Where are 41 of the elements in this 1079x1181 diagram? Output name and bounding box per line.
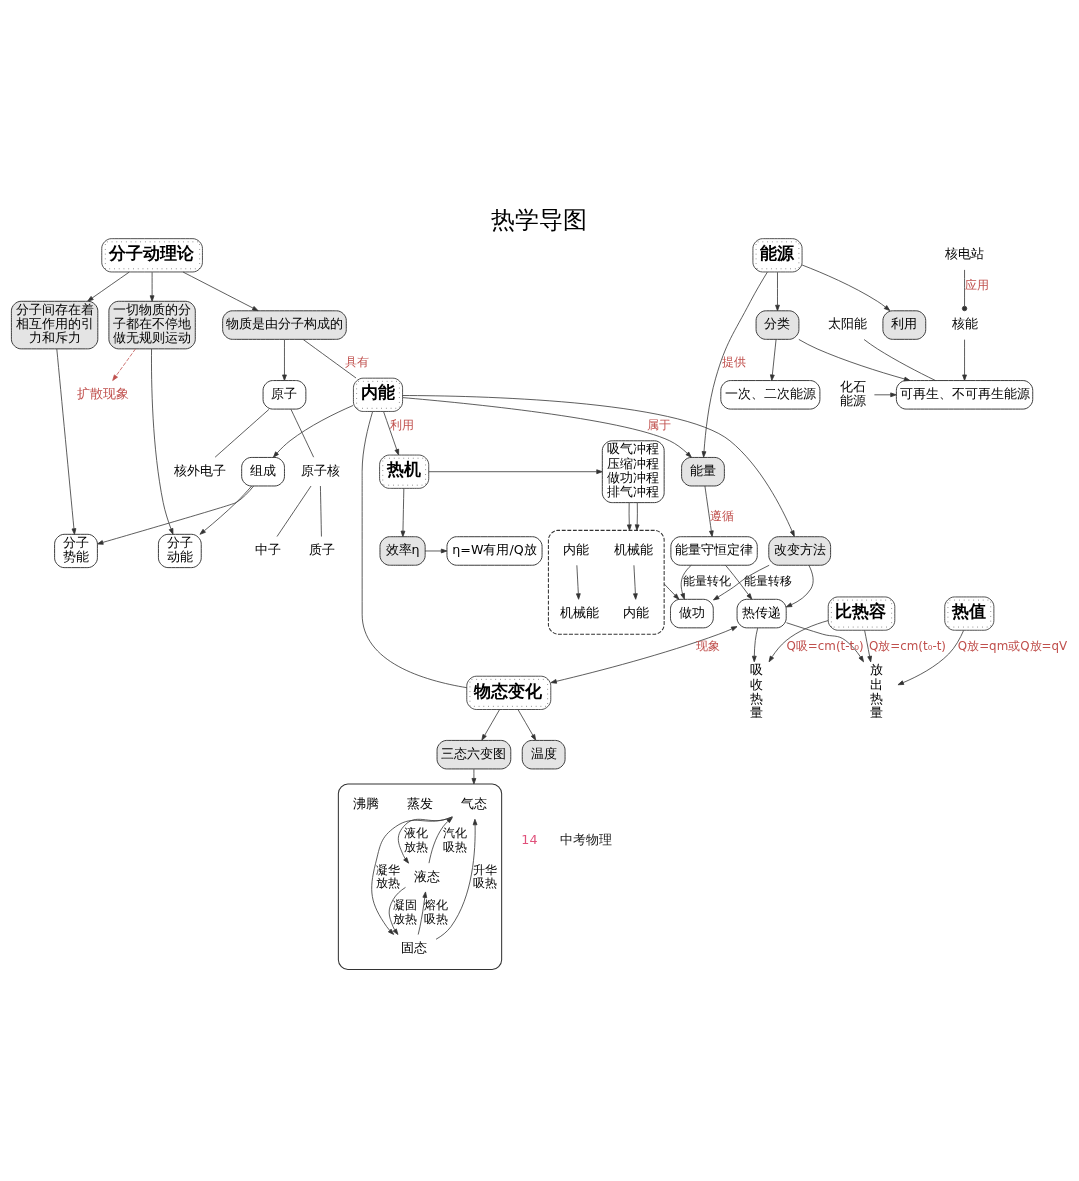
node-text: 质子 [308,541,335,557]
edge-label: 现象 [696,638,721,653]
diagram-title: 热学导图 [491,205,588,234]
node-text: 吸收热量 [749,661,763,720]
edge-label: Q放=qm或Q放=qV [957,638,1068,653]
node-text: 扩散现象 [76,385,129,401]
node-text: 内能 [623,604,650,620]
edge-label: 属于 [646,417,671,432]
node-text: 核电站 [945,245,985,261]
label: 14 [521,831,538,847]
edge-label: 升华吸热 [472,862,497,890]
edge-label: 熔化吸热 [424,897,449,926]
edge-label: 凝固放热 [393,897,418,926]
node-text: 化石能源 [839,378,866,408]
edge-label: Q吸=cm(t-t₀) [786,638,864,653]
label: 沸腾 [353,795,380,811]
edge-label: 应用 [964,277,989,292]
edge-label: 凝华放热 [375,862,400,890]
edge-label: Q放=cm(t₀-t) [868,638,946,653]
node-text: 固态 [401,939,428,955]
node-text: 机械能 [613,541,653,557]
label: 蒸发 [407,795,434,811]
node-text: 太阳能 [827,315,867,331]
node-text: 机械能 [559,604,599,620]
edge-label: 汽化吸热 [443,825,468,854]
edge-label: 具有 [344,354,369,369]
node-text: 原子核 [300,462,340,478]
edge-label: 能量转化 [683,573,732,588]
edge-label: 利用 [390,417,415,432]
edge-label: 提供 [722,354,747,369]
node-text: 液态 [414,868,441,884]
node-text: 放出热量 [870,661,884,720]
node-text: 中子 [254,541,281,557]
node-text: 核能 [951,315,978,331]
edge-label: 能量转移 [743,573,792,588]
edge-label: 液化放热 [403,825,428,854]
node-text: 核外电子 [173,462,226,478]
label: 中考物理 [559,831,612,847]
node-text: 内能 [563,541,590,557]
node-text: 气态 [460,795,487,811]
edge-label: 遵循 [710,508,735,523]
